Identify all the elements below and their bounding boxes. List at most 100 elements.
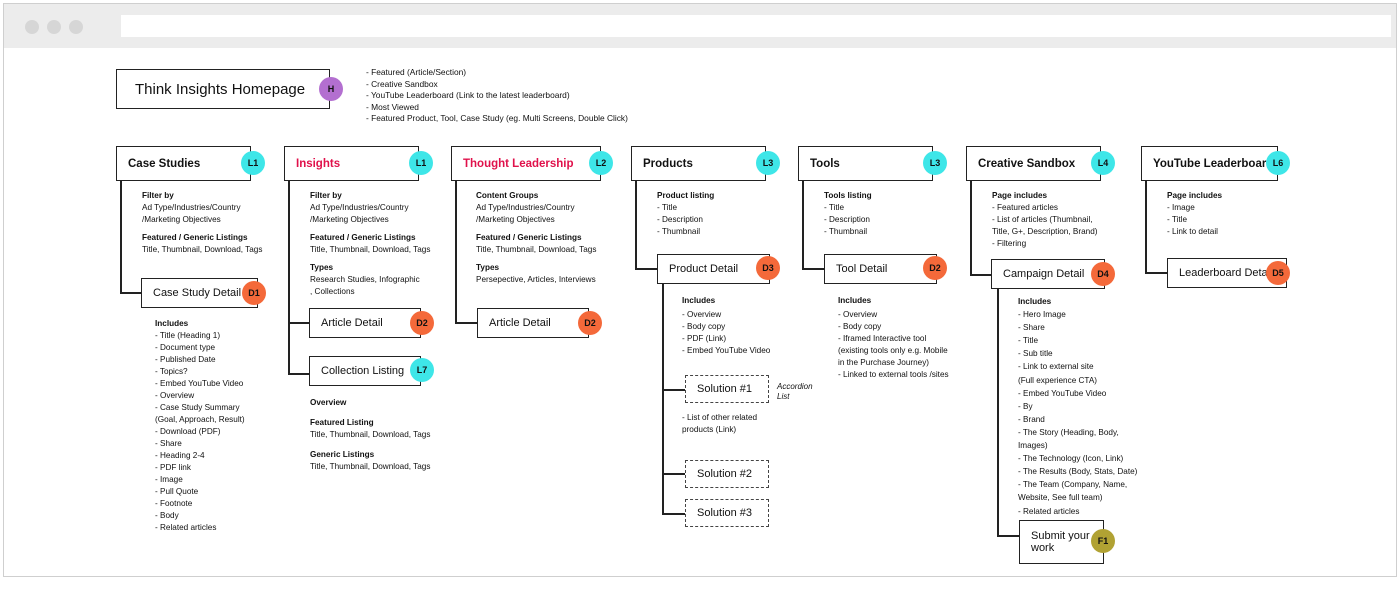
info-line: - Thumbnail xyxy=(824,227,868,236)
connector-line xyxy=(662,389,685,391)
product-detail-node[interactable]: Product Detail xyxy=(657,254,770,284)
products-title: Products xyxy=(643,157,693,170)
info-line: - Thumbnail xyxy=(657,227,701,236)
include-item: - Sub title xyxy=(1018,349,1053,359)
tools-badge: L3 xyxy=(923,151,947,175)
youtube-leaderboard-node[interactable]: YouTube Leaderboard xyxy=(1141,146,1278,181)
window-minimize-dot[interactable] xyxy=(47,20,61,34)
connector-line xyxy=(288,180,290,374)
thought-leadership-node[interactable]: Thought Leadership xyxy=(451,146,601,181)
include-item: - Body xyxy=(155,511,179,520)
info-line: Ad Type/Industries/Country xyxy=(142,203,241,212)
groups-heading: Content Groups xyxy=(476,191,539,200)
submit-line: Submit your xyxy=(1031,530,1090,542)
include-item: - Brand xyxy=(1018,414,1045,424)
collection-listing-node[interactable]: Collection Listing xyxy=(309,356,421,386)
creative-sandbox-node[interactable]: Creative Sandbox xyxy=(966,146,1101,181)
tool-detail-node[interactable]: Tool Detail xyxy=(824,254,937,284)
overview-heading: Overview xyxy=(310,398,347,407)
types-heading: Types xyxy=(476,263,500,272)
info-line: Research Studies, Infographic xyxy=(310,275,420,284)
include-item: - Body copy xyxy=(682,322,726,331)
info-line: - List of articles (Thumbnail, xyxy=(992,215,1093,224)
youtube-leaderboard-info: Page includes - Image - Title - Link to … xyxy=(1167,190,1222,238)
info-line: /Marketing Objectives xyxy=(142,215,221,224)
info-line: - Filtering xyxy=(992,239,1027,248)
case-study-detail-title: Case Study Detail xyxy=(153,287,242,299)
page-includes-heading: Page includes xyxy=(992,191,1048,200)
collection-listing-title: Collection Listing xyxy=(321,365,405,377)
include-item: - Related articles xyxy=(1018,506,1080,516)
homepage-feature: - Featured Product, Tool, Case Study (eg… xyxy=(366,113,628,124)
connector-line xyxy=(970,180,972,275)
products-node[interactable]: Products xyxy=(631,146,766,181)
include-item: - Share xyxy=(155,439,182,448)
connector-line xyxy=(120,180,122,293)
solution-2-node[interactable]: Solution #2 xyxy=(685,460,769,488)
solution-1-node[interactable]: Solution #1 xyxy=(685,375,769,403)
include-item: - Case Study Summary xyxy=(155,403,240,412)
connector-line xyxy=(997,288,999,536)
homepage-title: Think Insights Homepage xyxy=(135,80,306,98)
info-line: products (Link) xyxy=(682,425,737,434)
include-item: (Goal, Approach, Result) xyxy=(155,415,245,424)
info-line: Title, G+, Description, Brand) xyxy=(992,227,1098,236)
filter-heading: Filter by xyxy=(142,191,174,200)
campaign-detail-node[interactable]: Campaign Detail xyxy=(991,259,1105,289)
filter-heading: Filter by xyxy=(310,191,342,200)
connector-line xyxy=(997,535,1019,537)
include-item: - The Team (Company, Name, xyxy=(1018,480,1128,490)
page-includes-heading: Page includes xyxy=(1167,191,1223,200)
include-item: - Linked to external tools /sites xyxy=(838,370,949,379)
info-line: Persepective, Articles, Interviews xyxy=(476,275,596,284)
includes-heading: Includes xyxy=(838,296,872,305)
insights-article-detail-node[interactable]: Article Detail xyxy=(309,308,421,338)
tools-node[interactable]: Tools xyxy=(798,146,933,181)
info-line: Title, Thumbnail, Download, Tags xyxy=(310,430,431,439)
window-close-dot[interactable] xyxy=(25,20,39,34)
includes-list: - Hero Image- Share- Title- Sub title- L… xyxy=(1018,308,1137,518)
connector-line xyxy=(635,268,657,270)
info-line: - List of other related xyxy=(682,413,758,422)
solution-3-node[interactable]: Solution #3 xyxy=(685,499,769,527)
case-studies-node[interactable]: Case Studies xyxy=(116,146,251,181)
related-products: - List of other related products (Link) xyxy=(682,412,757,436)
include-item: - Heading 2-4 xyxy=(155,451,205,460)
homepage-node[interactable]: Think Insights Homepage xyxy=(116,69,330,109)
info-line: - Title xyxy=(1167,215,1188,224)
include-item: - Document type xyxy=(155,343,216,352)
tl-article-detail-node[interactable]: Article Detail xyxy=(477,308,589,338)
tool-detail-badge: D2 xyxy=(923,256,947,280)
include-item: in the Purchase Journey) xyxy=(838,358,930,367)
creative-sandbox-badge: L4 xyxy=(1091,151,1115,175)
leaderboard-detail-badge: D5 xyxy=(1266,261,1290,285)
solution-title: Solution #3 xyxy=(697,507,753,519)
include-item: - Link to external site xyxy=(1018,362,1094,372)
address-bar[interactable] xyxy=(121,15,1391,37)
youtube-leaderboard-badge: L6 xyxy=(1266,151,1290,175)
info-line: Title, Thumbnail, Download, Tags xyxy=(310,245,431,254)
connector-line xyxy=(455,180,457,323)
include-item: - Pull Quote xyxy=(155,487,199,496)
info-line: - Title xyxy=(657,203,678,212)
info-line: /Marketing Objectives xyxy=(310,215,389,224)
case-study-detail-node[interactable]: Case Study Detail xyxy=(141,278,258,308)
insights-node[interactable]: Insights xyxy=(284,146,419,181)
connector-line xyxy=(662,513,685,515)
note-line: List xyxy=(777,392,790,401)
window-maximize-dot[interactable] xyxy=(69,20,83,34)
listing-heading: Product listing xyxy=(657,191,715,200)
homepage-feature: - Featured (Article/Section) xyxy=(366,67,467,77)
info-line: /Marketing Objectives xyxy=(476,215,555,224)
include-item: - Related articles xyxy=(155,523,217,532)
include-item: - PDF link xyxy=(155,463,191,472)
case-studies-title: Case Studies xyxy=(128,157,201,170)
solution-title: Solution #2 xyxy=(697,468,753,480)
youtube-leaderboard-title: YouTube Leaderboard xyxy=(1153,157,1274,170)
leaderboard-detail-title: Leaderboard Detail xyxy=(1179,267,1273,279)
include-item: - Topics? xyxy=(155,367,188,376)
listing-heading: Featured / Generic Listings xyxy=(310,233,416,242)
includes-heading: Includes xyxy=(155,319,189,328)
connector-line xyxy=(288,373,309,375)
include-item: - Overview xyxy=(838,310,878,319)
